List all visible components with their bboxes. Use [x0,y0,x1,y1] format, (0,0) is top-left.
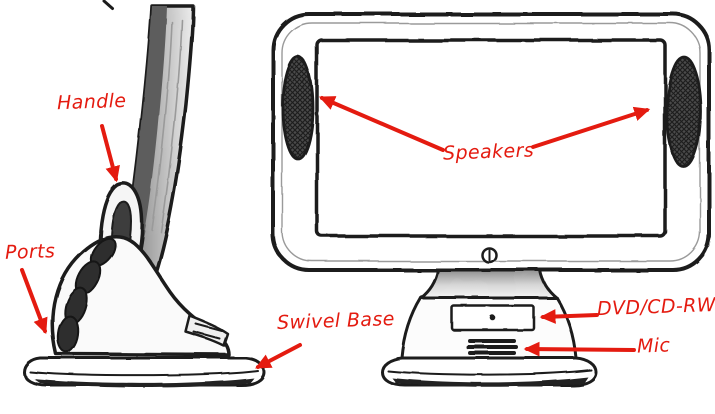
side-view [22,0,266,388]
front-base-rim [387,369,592,376]
side-base-rim [29,370,259,377]
screen [315,38,667,238]
ports-group [56,237,117,353]
dvd-slot-dot [490,315,496,321]
speaker-right [665,55,703,169]
side-display-sketch-lines [151,19,183,233]
swivel-base-label: Swivel Base [276,307,396,335]
speaker-left [281,55,315,161]
port-bay [56,315,80,353]
dvd-arrow [539,309,599,324]
front-swivel-base [380,356,598,387]
swivel-base-arrow [255,343,302,369]
side-latch-lines [193,323,223,340]
pencil-mark [102,0,114,10]
mic-label: Mic [636,334,671,358]
ports-label: Ports [4,240,56,264]
front-base-shadow [392,377,588,387]
ports-arrow [20,268,48,335]
side-base-shadow [34,378,254,388]
pedestal-neck [419,268,559,300]
handle-arrow [100,124,120,183]
mic-arrow [523,341,636,357]
front-view [271,12,711,387]
dvd-label: DVD/CD-RW [596,293,715,321]
speakers-arrow-right [531,106,651,149]
handle-label: Handle [56,89,127,115]
annotation-arrows [20,96,651,369]
speakers-arrow-left [318,96,445,152]
sketch-ink-group [22,0,711,388]
speakers-label: Speakers [442,139,535,165]
side-display-shading [112,6,167,291]
